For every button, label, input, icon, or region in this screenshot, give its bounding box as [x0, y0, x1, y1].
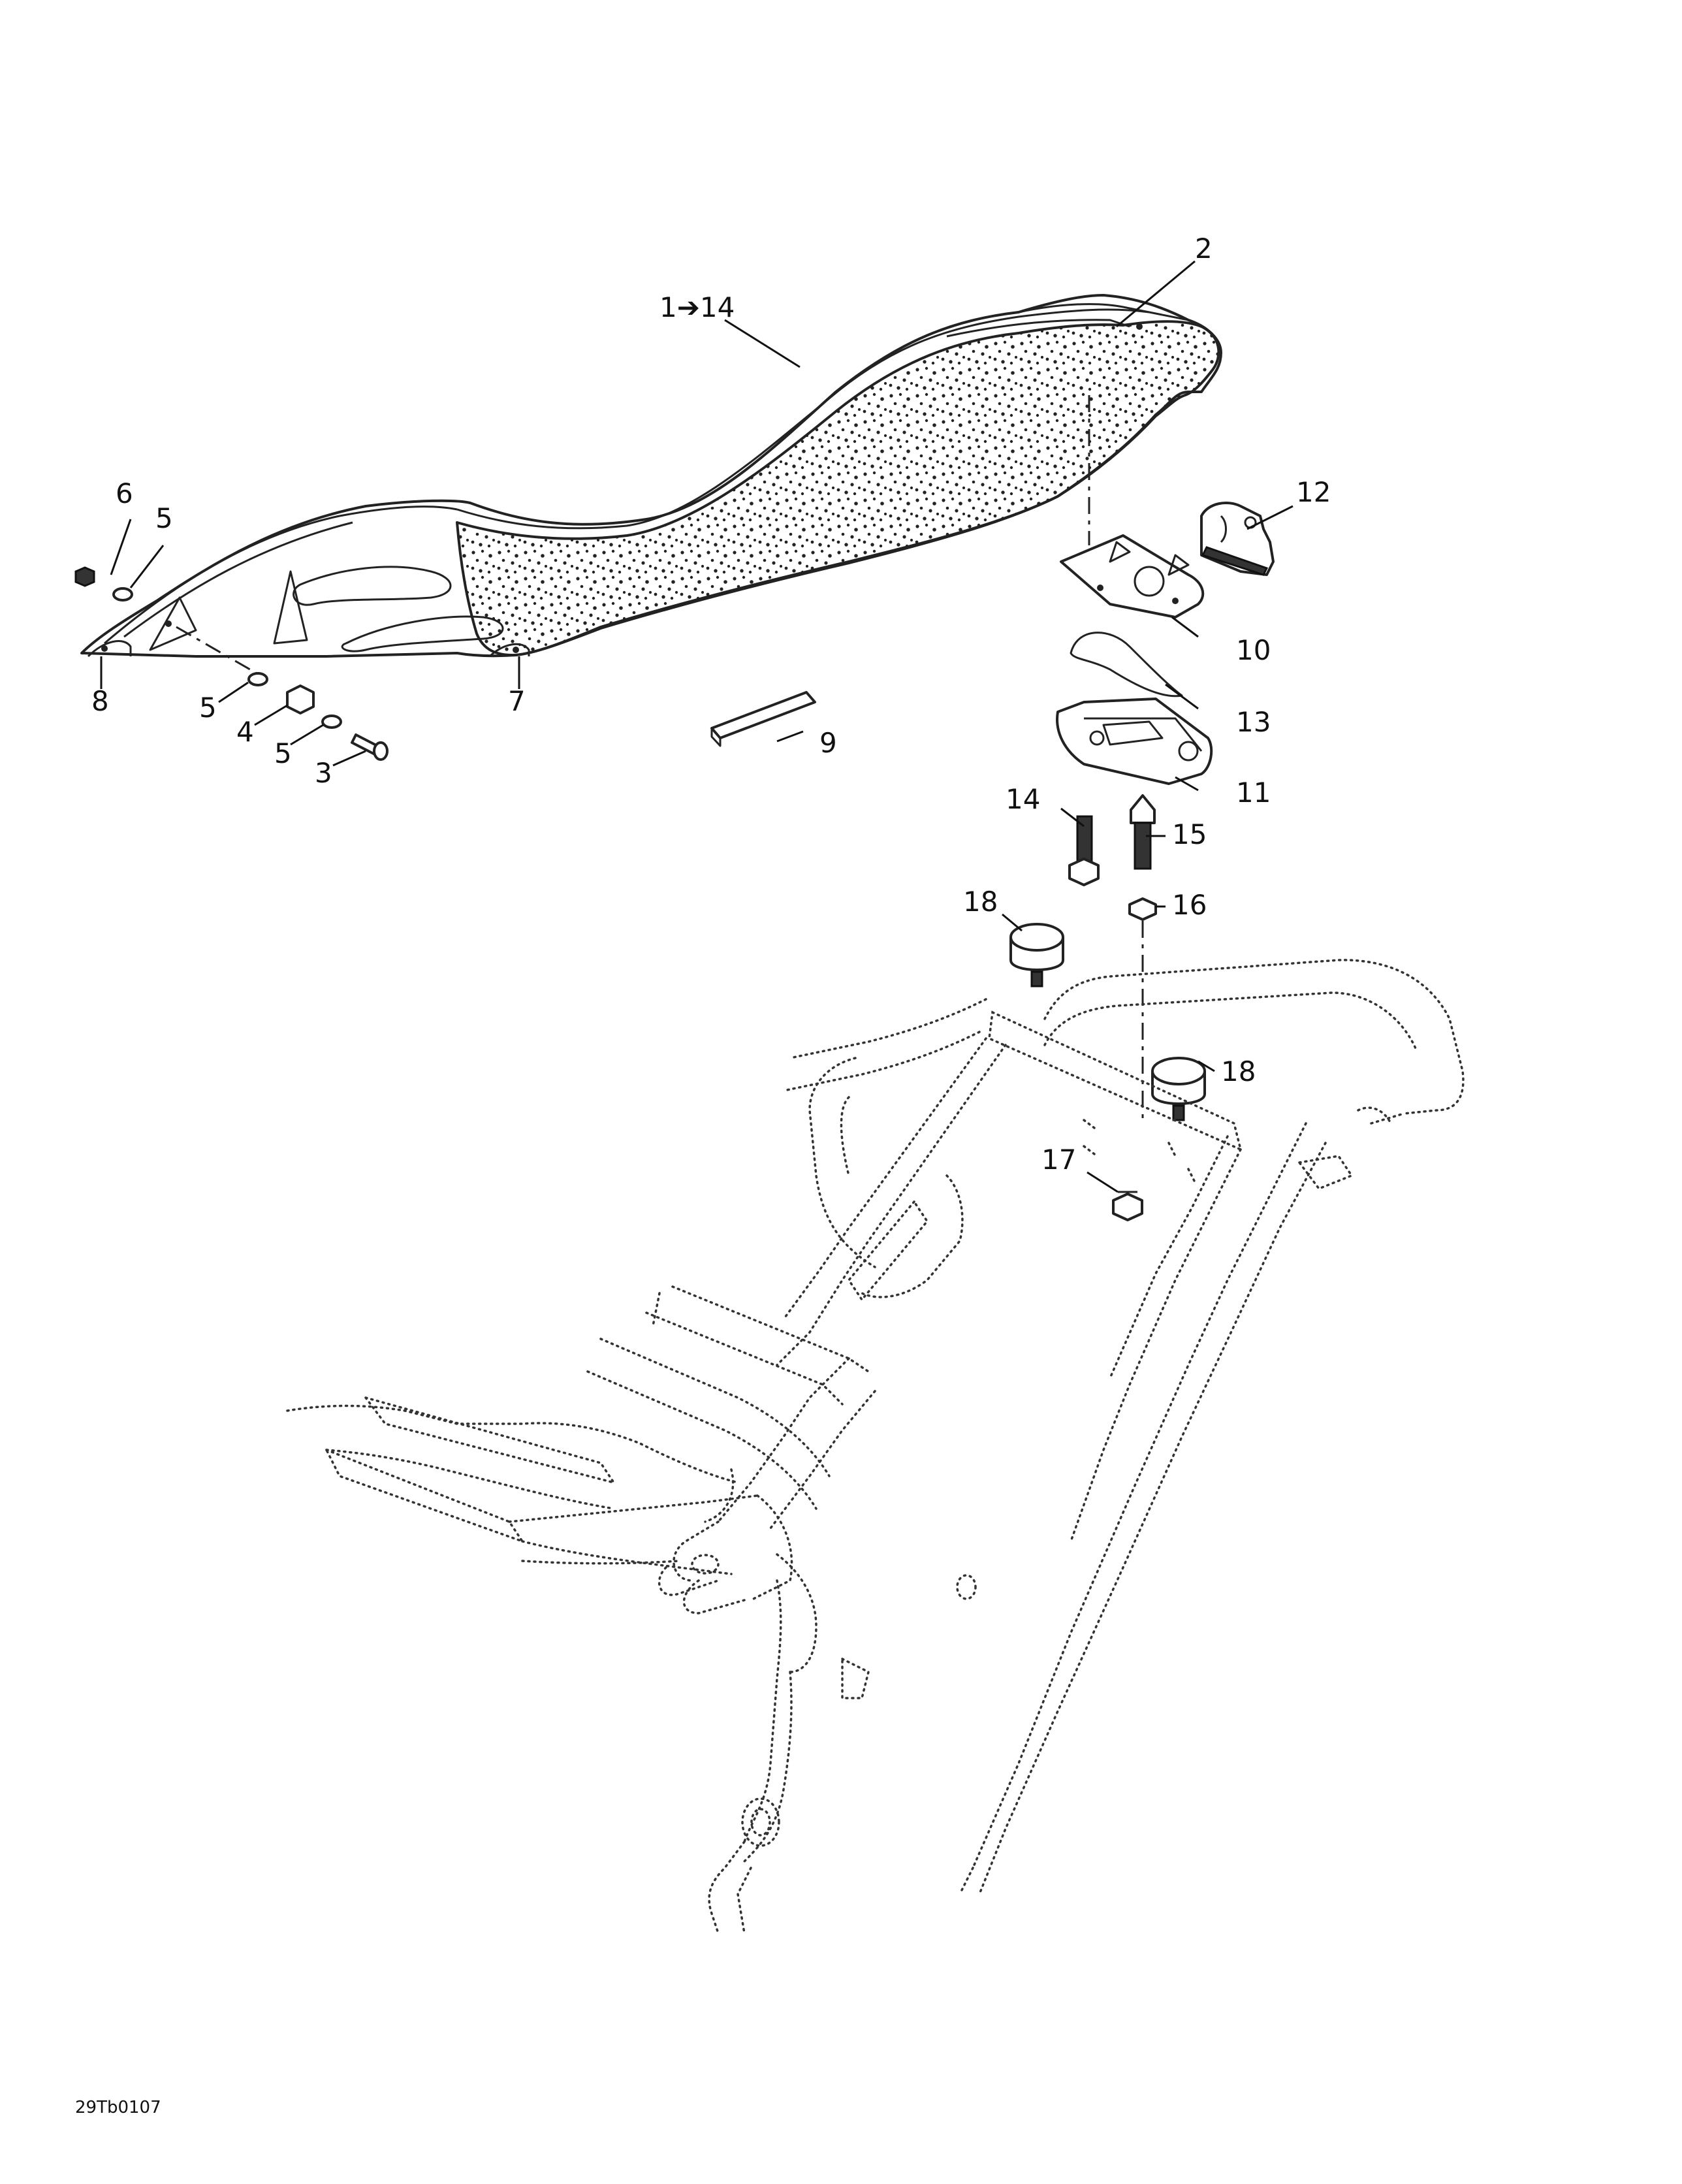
- latch-assembly: [1009, 395, 1275, 1221]
- callout-6: 6: [116, 477, 133, 509]
- seat-strap: [710, 691, 816, 739]
- callout-7: 7: [508, 685, 526, 717]
- washer: [321, 715, 342, 729]
- callout-18-left: 18: [963, 886, 998, 918]
- callout-5-top: 5: [155, 502, 173, 534]
- callout-18-right: 18: [1221, 1055, 1256, 1087]
- callout-10: 10: [1236, 634, 1271, 666]
- spacer: [286, 684, 315, 715]
- washer: [247, 672, 268, 686]
- callout-4: 4: [236, 716, 254, 748]
- side-hardware: [74, 566, 389, 761]
- callout-2: 2: [1195, 233, 1213, 265]
- washer: [112, 587, 133, 602]
- callout-9: 9: [819, 727, 837, 759]
- callout-12: 12: [1296, 476, 1331, 508]
- callout-5-bottom: 5: [274, 737, 292, 769]
- nut: [1128, 897, 1157, 921]
- callout-17: 17: [1041, 1144, 1076, 1176]
- callout-3: 3: [315, 757, 332, 789]
- callout-11: 11: [1236, 777, 1271, 809]
- striker-pin: [1130, 794, 1156, 824]
- nut: [74, 566, 95, 587]
- callout-13: 13: [1236, 706, 1271, 738]
- callout-16: 16: [1172, 889, 1207, 921]
- seat-side-cutout: [293, 566, 452, 606]
- seat-assembly: [80, 294, 1222, 658]
- callout-5-middle: 5: [199, 692, 217, 724]
- callout-labels: 1➔14 2 3 4 5 5 5 6 7 8 9 10 11 12 13 14 …: [75, 233, 1331, 2117]
- release-cable: [1070, 632, 1183, 698]
- seat-side-cutout: [341, 615, 504, 652]
- drawing-code: 29Tb0107: [75, 2098, 161, 2117]
- callout-14: 14: [1006, 783, 1040, 815]
- seat-cover: [456, 320, 1220, 657]
- callout-8: 8: [91, 685, 109, 717]
- rubber-bumper: [1009, 923, 1064, 988]
- callout-1-14: 1➔14: [659, 291, 735, 323]
- nut: [1112, 1193, 1143, 1221]
- frame-phantom: [286, 959, 1465, 1935]
- callout-15: 15: [1172, 818, 1207, 850]
- latch-bracket: [1060, 534, 1205, 618]
- rubber-bumper: [1151, 1057, 1206, 1121]
